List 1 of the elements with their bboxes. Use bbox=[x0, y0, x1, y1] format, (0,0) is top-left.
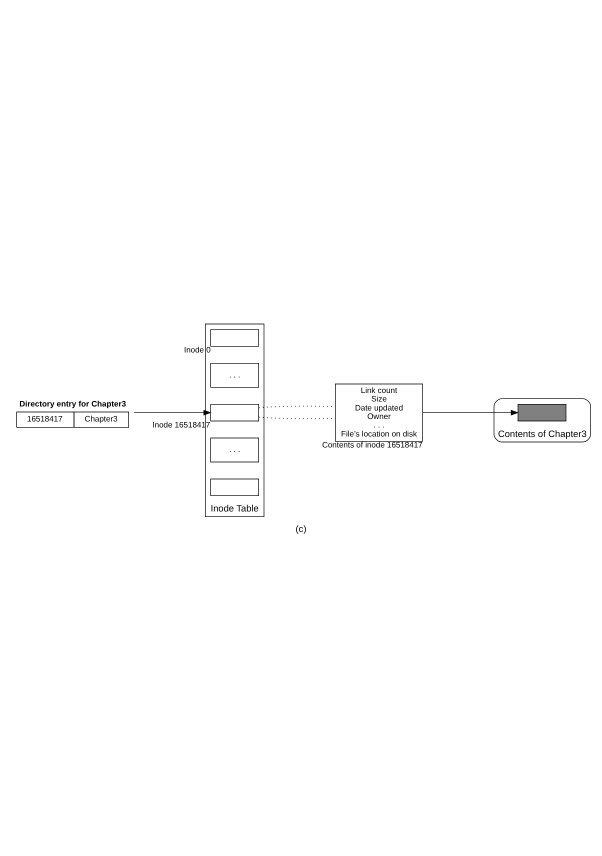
caption: (c) bbox=[296, 524, 306, 534]
